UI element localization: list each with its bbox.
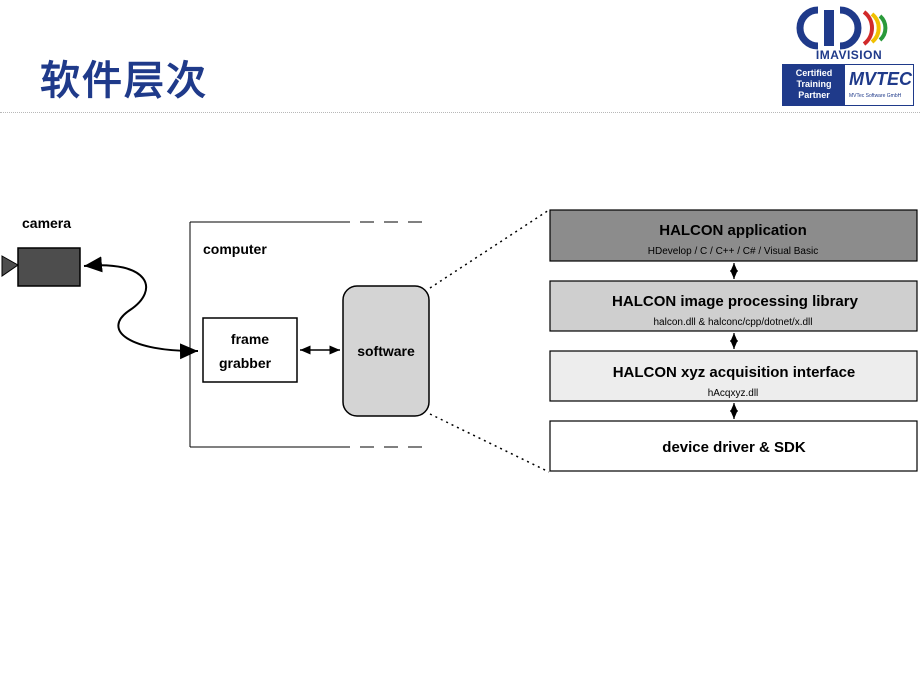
- layer-title: HALCON xyz acquisition interface: [613, 364, 856, 381]
- computer-label: computer: [203, 241, 267, 257]
- layer-title: HALCON application: [659, 222, 807, 239]
- layer-box: [549, 209, 918, 262]
- mvtec-logo: MVTEC: [849, 69, 912, 89]
- camera-cable: [83, 256, 199, 360]
- certified-line: Certified: [795, 68, 833, 78]
- layer-box: [549, 350, 918, 402]
- page-title: 软件层次: [40, 58, 208, 104]
- title-divider: [0, 112, 920, 113]
- layer-title: HALCON image processing library: [612, 293, 859, 310]
- mvtec-subtitle: MVTec Software GmbH: [849, 93, 902, 99]
- zoom-line-top: [429, 209, 550, 289]
- camera-label: camera: [22, 215, 71, 231]
- frame-grabber-box: [202, 317, 298, 383]
- layer-subtitle: halcon.dll & halconc/cpp/dotnet/x.dll: [654, 317, 813, 328]
- layer-box: [549, 420, 918, 472]
- layer-subtitle: HDevelop / C / C++ / C# / Visual Basic: [648, 246, 818, 257]
- imavision-logo-icon: [796, 6, 888, 50]
- zoom-line-bottom: [429, 413, 550, 473]
- computer-box: [189, 221, 432, 448]
- certified-line: Training: [796, 79, 832, 89]
- certified-badge: Certified Training Partner MVTEC MVTec S…: [782, 64, 914, 106]
- software-layers: HALCON application HDevelop / C / C++ / …: [549, 209, 918, 472]
- frame-grabber-label: grabber: [219, 355, 272, 371]
- layer-box: [549, 280, 918, 332]
- camera-icon: [1, 247, 81, 287]
- software-box: [342, 285, 430, 417]
- software-label: software: [357, 343, 415, 359]
- layer-title: device driver & SDK: [662, 439, 806, 456]
- logo: IMAVISION Certified Training Partner MVT…: [782, 6, 914, 106]
- layer-subtitle: hAcqxyz.dll: [708, 388, 759, 399]
- frame-grabber-label: frame: [231, 331, 269, 347]
- certified-text: Certified Training Partner: [783, 65, 845, 105]
- brand-name: IMAVISION: [815, 48, 883, 62]
- certified-line: Partner: [798, 90, 830, 100]
